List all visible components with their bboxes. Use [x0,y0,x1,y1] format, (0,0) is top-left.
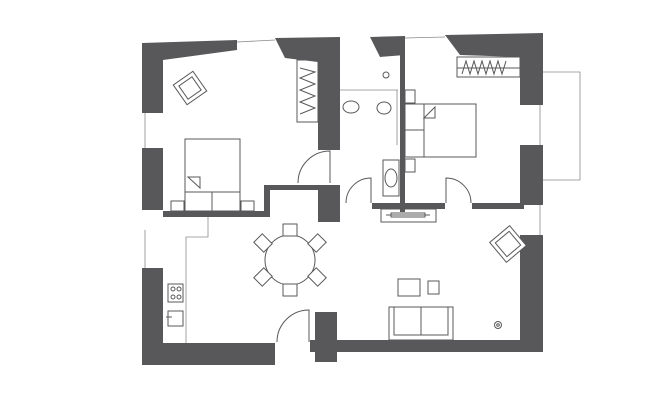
door-swing-icon[interactable] [276,150,472,343]
dining-table-icon [253,223,327,297]
bathroom-fixtures [340,71,400,197]
washbasin-icon [382,159,400,197]
chair-icon [253,233,273,253]
armchair-icon [172,70,208,106]
window [404,36,446,39]
side-table-icon [427,280,440,295]
floor-lamp-icon [494,321,502,329]
double-bed-icon [170,138,255,212]
chair-icon [282,223,298,237]
radiator-icon [380,208,437,223]
exterior-walls [142,33,543,365]
shower-icon [382,71,390,79]
chair-icon [282,283,298,297]
interior-walls [163,40,524,222]
hob-icon [167,283,184,303]
wardrobe-icon [296,59,319,123]
armchair-icon [488,224,528,264]
toilet-icon [342,100,360,114]
balcony-outline [543,71,581,181]
window [236,39,276,43]
wardrobe-icon [456,56,521,78]
sink-icon [166,310,184,327]
sofa-icon [388,306,454,341]
chair-icon [307,267,327,287]
bidet-icon [376,101,392,115]
coffee-table-icon [397,278,421,297]
chair-icon [253,267,273,287]
double-bed-icon [404,89,477,173]
chair-icon [307,233,327,253]
kitchen-counter [166,217,209,343]
